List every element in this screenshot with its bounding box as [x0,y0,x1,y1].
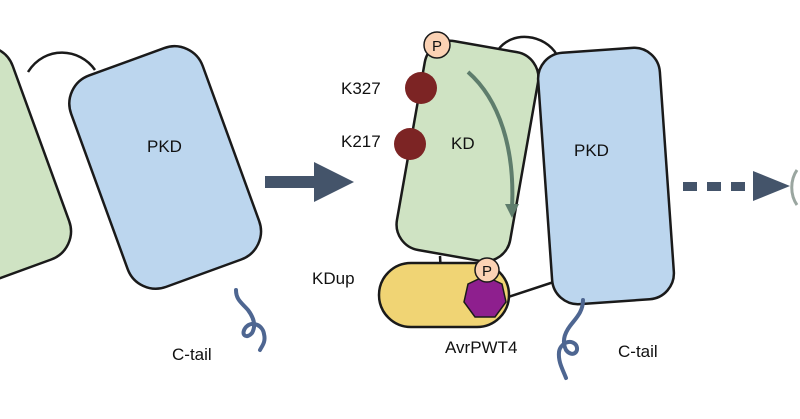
phospho-top-label: P [432,38,442,55]
lysine-k217-label: K217 [341,132,381,151]
lysine-k327-label: K327 [341,79,381,98]
kdup-label: KDup [312,269,355,288]
pkd-label: PKD [574,141,609,160]
kd-curved-arrow-head [505,204,519,218]
left-state: PKD C-tail [0,45,267,364]
right-c-tail [556,298,585,380]
phospho-effector [474,257,500,283]
lysine-k217 [394,128,426,160]
left-pkd-domain [68,45,263,290]
transition-arrow-head [314,162,354,202]
kd-curved-arrow [466,70,515,209]
next-arrow-dash-3 [731,182,745,191]
left-linker [26,51,97,73]
kd-pkd-linker [496,35,559,56]
transition-arrow [265,162,354,202]
phospho-top [423,31,451,59]
next-arrow-head [753,171,790,201]
left-pkd-label: PKD [147,137,182,156]
lysine-k327 [405,72,437,104]
left-c-tail-label: C-tail [172,345,212,364]
right-c-tail-label: C-tail [618,342,658,361]
kd-label: KD [451,134,475,153]
transition-arrow-shaft [265,176,320,188]
left-c-tail [234,288,267,352]
next-arrow-dash-1 [683,182,697,191]
avrpwt4-effector [463,275,507,318]
avrpwt4-label: AvrPWT4 [445,338,517,357]
cropped-edge-hint [790,169,799,206]
left-kd-domain [0,45,73,290]
pkd-domain [536,46,676,306]
next-arrow [683,171,790,201]
right-state: PKD KDup AvrPWT4 P P K327 K217 KD C-tail [312,31,676,380]
next-arrow-dash-2 [707,182,721,191]
phospho-effector-label: P [482,263,492,280]
